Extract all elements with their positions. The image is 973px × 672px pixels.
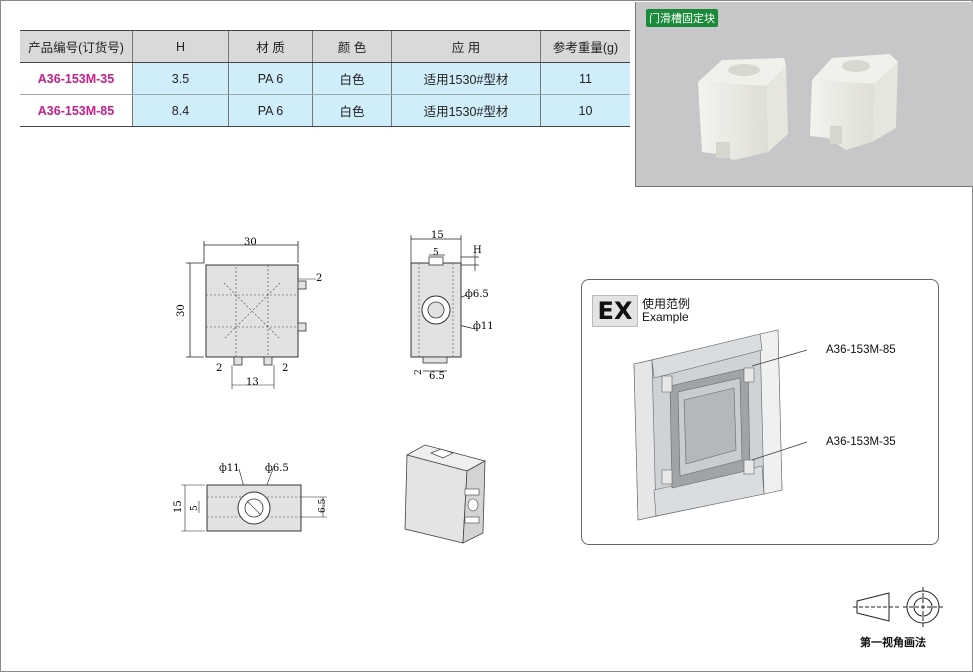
example-title-cn: 使用范例 <box>642 297 691 311</box>
header-h: H <box>132 30 229 63</box>
example-panel: EX 使用范例 Example A36-153M-85 A36-153M-3 <box>581 279 939 545</box>
side-width-label: 15 <box>431 230 444 241</box>
front-slot-right-label: 2 <box>282 363 288 374</box>
cell-material: PA 6 <box>228 62 313 95</box>
cell-color: 白色 <box>312 62 392 95</box>
side-hole-small-label: ф6.5 <box>465 289 489 300</box>
product-photo: 门滑槽固定块 <box>635 2 973 187</box>
cell-application: 适用1530#型材 <box>391 94 541 127</box>
front-view-drawing: 30 30 2 2 2 13 <box>176 237 322 389</box>
front-width-label: 30 <box>244 237 257 248</box>
cell-weight: 10 <box>540 94 630 127</box>
front-height-label: 30 <box>176 304 187 317</box>
side-h-label: H <box>473 245 482 256</box>
front-tab-label: 2 <box>316 273 322 284</box>
cell-color: 白色 <box>312 94 392 127</box>
header-part-number: 产品编号(订货号) <box>20 30 133 63</box>
side-hole-large-label: ф11 <box>473 321 494 332</box>
bottom-slot-label: 6.5 <box>318 498 328 513</box>
callout-a36-153m-85: A36-153M-85 <box>826 344 896 356</box>
header-color: 颜 色 <box>312 30 392 63</box>
side-slot-label: 5 <box>433 248 439 258</box>
spec-table: 产品编号(订货号) H 材 质 颜 色 应 用 参考重量(g) A36-153M… <box>20 30 630 127</box>
cell-part-number: A36-153M-35 <box>20 62 133 95</box>
header-material: 材 质 <box>228 30 313 63</box>
table-row: A36-153M-85 8.4 PA 6 白色 适用1530#型材 10 <box>20 94 630 127</box>
side-bottom-slot-label: 6.5 <box>429 371 445 382</box>
example-frame-image <box>633 329 808 521</box>
bottom-hole-large-label: ф11 <box>219 463 240 474</box>
product-photo-image <box>698 54 898 160</box>
example-title-en: Example <box>642 310 689 324</box>
callout-a36-153m-35: A36-153M-35 <box>826 436 896 448</box>
bottom-height-label: 15 <box>173 500 184 513</box>
front-slot-left-label: 2 <box>216 363 222 374</box>
side-bottom-gap-label: 2 <box>414 369 424 375</box>
side-view-drawing: 15 5 H ф6.5 ф11 2 6.5 <box>410 230 494 382</box>
front-slot-gap-label: 13 <box>246 377 259 388</box>
cell-application: 适用1530#型材 <box>391 62 541 95</box>
projection-label: 第一视角画法 <box>860 636 926 649</box>
projection-symbol <box>853 587 943 627</box>
header-application: 应 用 <box>391 30 541 63</box>
header-weight: 参考重量(g) <box>540 30 630 63</box>
table-row: A36-153M-35 3.5 PA 6 白色 适用1530#型材 11 <box>20 62 630 95</box>
cell-h: 3.5 <box>132 62 229 95</box>
bottom-view-drawing: ф11 ф6.5 15 5 6.5 <box>173 463 328 532</box>
cell-material: PA 6 <box>228 94 313 127</box>
cell-part-number: A36-153M-85 <box>20 94 133 127</box>
photo-tag: 门滑槽固定块 <box>646 9 718 27</box>
bottom-gap-label: 5 <box>190 505 200 511</box>
isometric-drawing <box>404 444 487 544</box>
table-header-row: 产品编号(订货号) H 材 质 颜 色 应 用 参考重量(g) <box>20 30 630 63</box>
cell-h: 8.4 <box>132 94 229 127</box>
ex-badge: EX <box>592 295 638 327</box>
bottom-hole-small-label: ф6.5 <box>265 463 289 474</box>
cell-weight: 11 <box>540 62 630 95</box>
